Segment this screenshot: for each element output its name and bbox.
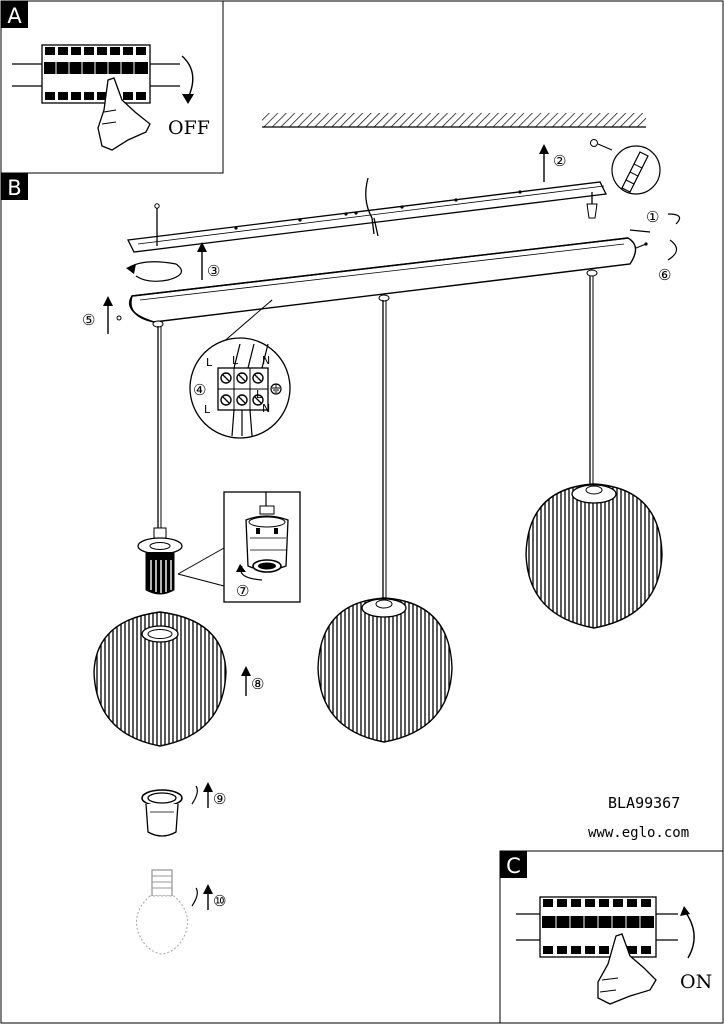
step-8-label: ⑧ xyxy=(251,675,264,693)
terminal-bottom-label-2: L xyxy=(256,388,263,401)
hand-icon xyxy=(597,933,657,1005)
canopy-rail xyxy=(128,237,637,328)
switch-down-arrow-icon xyxy=(181,55,194,99)
left-lamp-socket xyxy=(137,527,183,595)
switch-on-label: ON xyxy=(680,971,712,993)
breaker-board-on xyxy=(516,896,678,958)
hand-icon xyxy=(97,77,151,151)
panel-a: A xyxy=(0,0,224,174)
ceiling-hatch xyxy=(262,113,646,127)
terminal-top-label-2: L xyxy=(232,354,239,367)
supply-wires xyxy=(365,177,379,237)
step-10-label: ⑩ xyxy=(213,892,226,910)
step-1-label: ① xyxy=(646,208,659,226)
light-bulb-icon xyxy=(135,869,189,955)
socket-detail xyxy=(245,492,289,573)
step-6-label: ⑥ xyxy=(658,266,671,284)
step-7-label: ⑦ xyxy=(236,582,249,600)
step-9-label: ⑨ xyxy=(213,790,226,808)
terminal-top-label-3: N xyxy=(262,354,270,367)
product-website: www.eglo.com xyxy=(588,825,689,841)
terminal-bottom-label-1: L xyxy=(204,403,211,416)
step-10-rotate-arrow-icon xyxy=(191,887,198,907)
step-5-label: ⑤ xyxy=(82,311,95,329)
panel-a-letter-box xyxy=(1,1,28,28)
panel-c-letter: C xyxy=(506,854,521,878)
right-lamp-shade xyxy=(525,483,663,629)
panel-c-letter-box xyxy=(500,851,527,878)
product-code: BLA99367 xyxy=(608,794,680,812)
plug-leader xyxy=(597,143,613,151)
terminal-top-label-1: L xyxy=(206,356,213,369)
rotate-arrow-icon xyxy=(127,261,183,282)
terminal-bottom-label-3: N xyxy=(262,402,270,415)
panel-a-letter: A xyxy=(7,4,22,28)
panel-c: C ON xyxy=(499,850,724,1024)
step-3-label: ③ xyxy=(207,262,220,280)
step-1-screw-icon xyxy=(629,229,651,233)
terminal-block xyxy=(217,343,269,437)
panel-b: B ③ ② xyxy=(1,113,689,955)
mounting-bracket xyxy=(127,181,607,253)
socket-leader xyxy=(177,547,225,575)
step-6-arrow-icon xyxy=(667,239,678,261)
step-9-rotate-arrow-icon xyxy=(191,785,198,805)
step-2-label: ② xyxy=(553,152,566,170)
middle-lamp-shade xyxy=(317,597,453,743)
panel-b-letter-box xyxy=(1,173,28,200)
panel-b-letter: B xyxy=(7,176,21,200)
step-4-label: ④ xyxy=(193,381,206,399)
left-lamp-shade xyxy=(93,611,227,747)
shade-ring xyxy=(141,789,183,837)
breaker-board-off xyxy=(12,44,180,104)
switch-off-label: OFF xyxy=(168,117,210,139)
